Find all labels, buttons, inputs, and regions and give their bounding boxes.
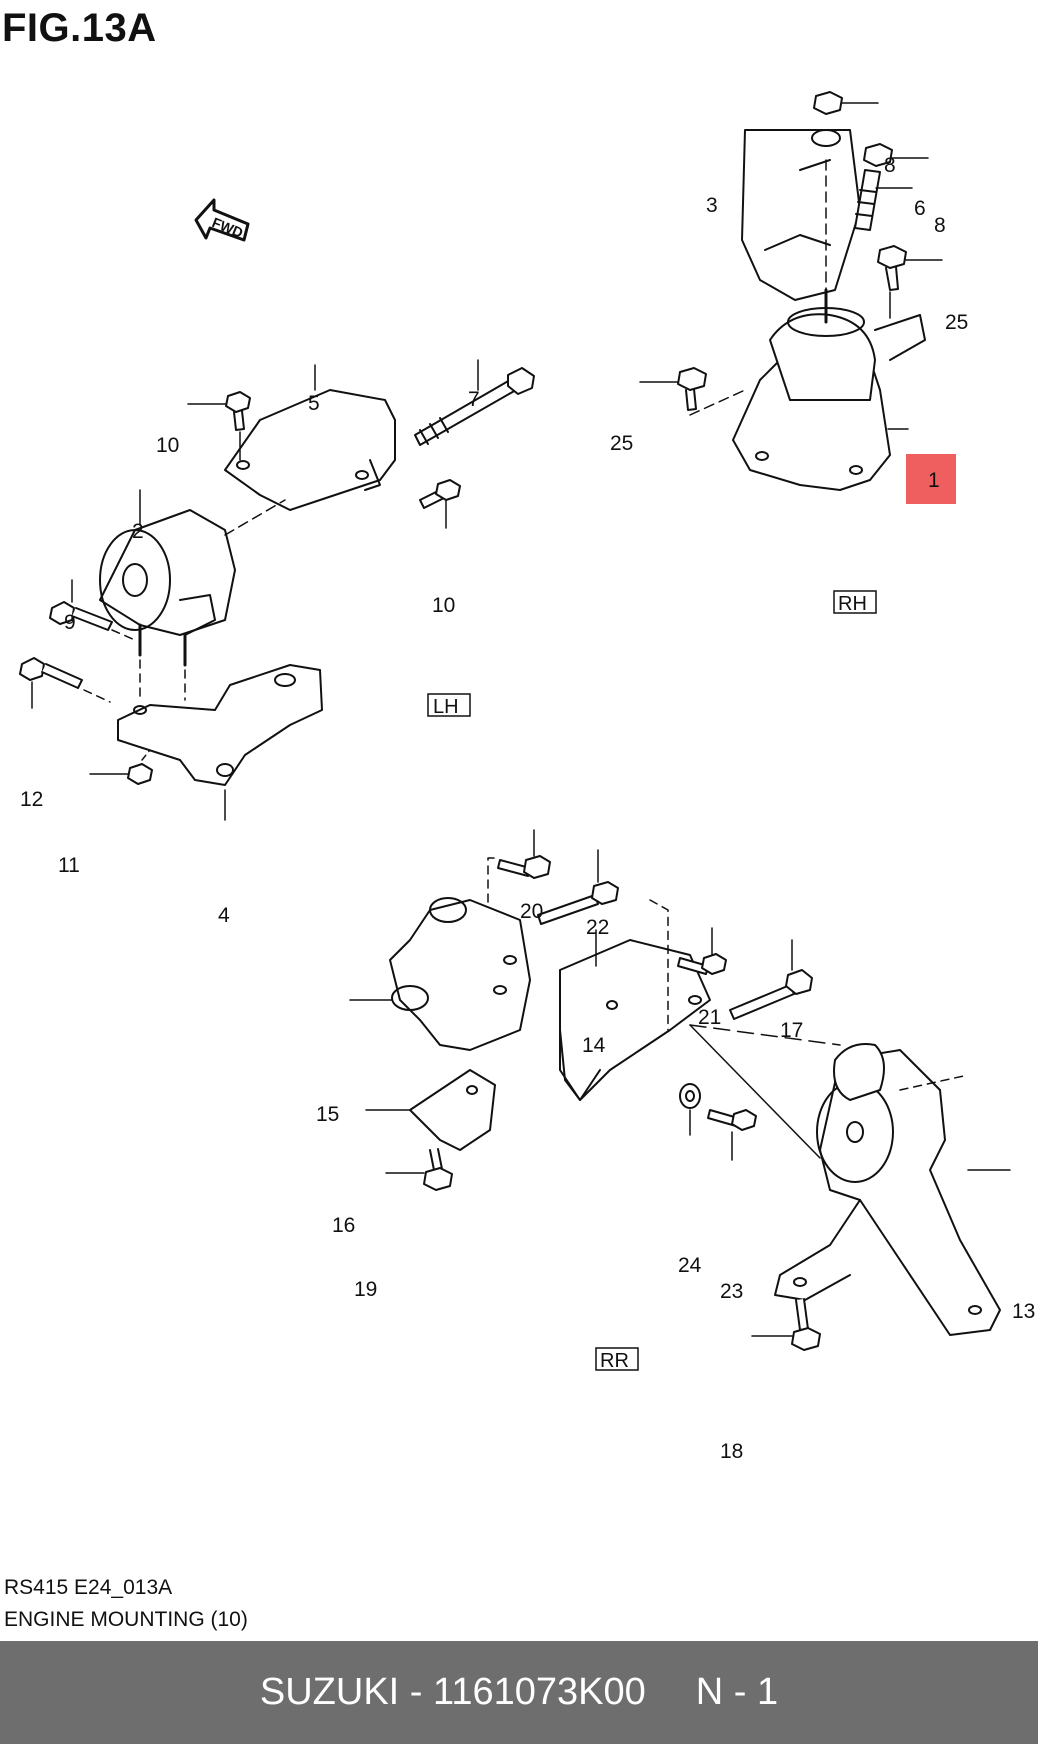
bolt-19 — [385, 1148, 453, 1191]
part-number-14: 14 — [582, 1034, 606, 1057]
rh-upper-bracket — [741, 129, 861, 301]
part-number-16: 16 — [332, 1214, 355, 1237]
part-number-17: 17 — [780, 1019, 803, 1042]
part-number-19: 19 — [354, 1278, 377, 1301]
part-number-23: 23 — [720, 1280, 743, 1303]
view-label-lh: LH — [427, 693, 471, 718]
part-number-24: 24 — [678, 1254, 702, 1277]
lh-mount-2 — [99, 489, 236, 667]
highlight-part-1 — [906, 454, 956, 504]
svg-text:RH: RH — [838, 593, 867, 615]
lh-bracket-4 — [117, 664, 323, 821]
bolt-7 — [414, 359, 535, 446]
figure-title: FIG.13A — [2, 6, 157, 50]
bolt-17 — [729, 939, 813, 1020]
rr-mount-13 — [774, 1043, 1011, 1336]
part-number-4: 4 — [218, 904, 230, 927]
part-number-text: SUZUKI - 1161073K00 — [259, 1671, 646, 1713]
part-number-6: 6 — [914, 197, 926, 220]
part-info-bar: SUZUKI - 1161073K00 N - 1 — [0, 1641, 1038, 1744]
washer-24 — [679, 1083, 701, 1136]
bolt-23 — [707, 1109, 757, 1161]
bolt-25-left — [639, 367, 707, 411]
bolt-10-top — [187, 391, 251, 461]
fwd-label: FWD — [210, 214, 246, 241]
part-number-2: 2 — [132, 520, 144, 543]
rh-engine-mount — [732, 288, 926, 491]
svg-text:LH: LH — [433, 696, 459, 718]
stud-6 — [854, 169, 913, 231]
part-number-11: 11 — [58, 854, 80, 877]
nut-11 — [89, 749, 153, 785]
part-number-18: 18 — [720, 1440, 743, 1463]
part-number-3: 3 — [706, 194, 718, 217]
quantity-text: N - 1 — [695, 1671, 779, 1713]
bolt-22 — [537, 849, 619, 925]
part-number-25-left: 25 — [610, 432, 633, 455]
part-number-10-top: 10 — [156, 434, 179, 457]
part-number-1: 1 — [928, 469, 940, 492]
part-number-10-right: 10 — [432, 594, 455, 617]
part-number-9: 9 — [64, 611, 76, 634]
part-number-5: 5 — [308, 392, 320, 415]
part-number-13: 13 — [1012, 1300, 1035, 1323]
bolt-21 — [677, 927, 727, 975]
rr-bracket-14 — [559, 929, 711, 1101]
bolt-20 — [497, 829, 551, 879]
diagram-name: ENGINE MOUNTING (10) — [4, 1608, 248, 1631]
part-number-22: 22 — [586, 916, 609, 939]
svg-text:RR: RR — [600, 1350, 629, 1372]
fwd-arrow-icon: FWD — [194, 198, 250, 242]
part-number-15: 15 — [316, 1103, 339, 1126]
part-number-7: 7 — [468, 388, 480, 411]
part-number-20: 20 — [520, 900, 543, 923]
rr-bracket-15 — [349, 897, 531, 1051]
bolt-25-right — [877, 245, 943, 319]
diagram-code: RS415 E24_013A — [4, 1576, 173, 1599]
view-label-rh: RH — [833, 590, 877, 615]
part-number-25-right: 25 — [945, 311, 968, 334]
parts-diagram: FWD — [19, 91, 1035, 1463]
part-number-8-side: 8 — [934, 214, 946, 237]
part-number-8-top: 8 — [884, 154, 896, 177]
bolt-10-right — [419, 479, 461, 529]
part-number-12: 12 — [20, 788, 43, 811]
rr-bracket-16 — [365, 1069, 496, 1151]
part-number-21: 21 — [698, 1006, 721, 1029]
bolt-12 — [19, 657, 111, 709]
bolt-18 — [751, 1298, 821, 1351]
bolt-8-top — [813, 91, 879, 115]
lh-bracket-5 — [224, 364, 396, 511]
bolt-8-side — [863, 143, 929, 167]
bolt-9 — [49, 579, 136, 641]
view-label-rr: RR — [595, 1347, 639, 1372]
